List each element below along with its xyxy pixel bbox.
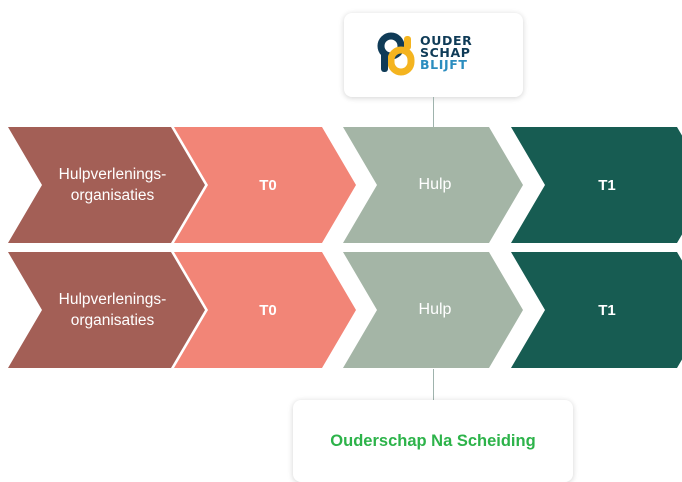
ouderschap-blijft-logo: OUDER SCHAP BLIJFT <box>377 30 497 78</box>
step-hulpverleningsorganisaties-row-1: Hulpverlenings- organisaties <box>8 127 205 243</box>
logo-wordmark: OUDER SCHAP BLIJFT <box>420 33 473 72</box>
step-label: T1 <box>598 176 616 194</box>
connector-line-bottom <box>433 369 434 400</box>
step-label-line-1: Hulpverlenings- <box>58 166 167 183</box>
step-hulp-row-2: Hulp <box>343 252 523 368</box>
step-hulp-row-1: Hulp <box>343 127 523 243</box>
bottom-card-title: Ouderschap Na Scheiding <box>330 431 536 450</box>
step-t1-row-1: T1 <box>511 127 682 243</box>
step-label: T0 <box>259 176 277 194</box>
step-label-line-2: organisaties <box>70 312 155 329</box>
step-label: T1 <box>598 301 616 319</box>
step-hulpverleningsorganisaties-row-2: Hulpverlenings- organisaties <box>8 252 205 368</box>
logo-line-2: SCHAP <box>420 45 471 60</box>
logo-line-1: OUDER <box>420 33 473 48</box>
ouderschap-na-scheiding-card: Ouderschap Na Scheiding <box>293 400 573 482</box>
step-t1-row-2: T1 <box>511 252 682 368</box>
step-label-line-2: organisaties <box>70 187 155 204</box>
step-label: Hulp <box>418 176 452 193</box>
step-label-line-1: Hulpverlenings- <box>58 291 167 308</box>
logo-mark-icon <box>377 32 415 76</box>
step-label: Hulp <box>418 301 452 318</box>
logo-line-3: BLIJFT <box>420 57 468 72</box>
step-label: T0 <box>259 301 277 319</box>
connector-line-top <box>433 97 434 128</box>
logo-card: OUDER SCHAP BLIJFT <box>344 13 523 97</box>
